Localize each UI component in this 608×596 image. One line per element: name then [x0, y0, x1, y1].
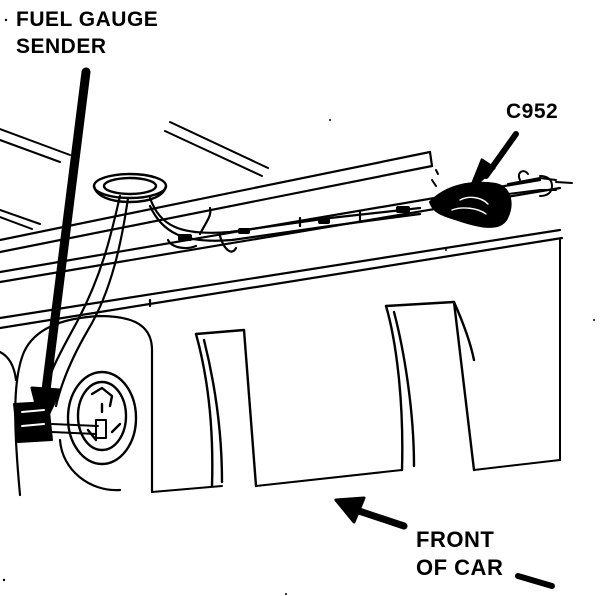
cross-member-right	[384, 300, 476, 472]
floor-edge	[151, 239, 561, 493]
cross-member-left	[194, 328, 258, 488]
harness-clips	[178, 206, 410, 241]
c952-pointer-arrow	[468, 131, 519, 192]
fuel-gauge-sender-label: FUEL GAUGE SENDER	[16, 6, 158, 60]
sender-connector	[13, 401, 107, 443]
fuel-filler-neck	[66, 370, 138, 466]
c952-connector-label: C952	[506, 100, 559, 123]
wiring-harness	[40, 194, 422, 408]
scan-speckles	[2, 18, 595, 595]
c952-connector	[429, 169, 573, 228]
front-of-car-label-line-2: OF CAR	[416, 555, 504, 580]
fuel-gauge-sender-label-line-1: FUEL GAUGE	[16, 8, 159, 31]
upper-panel-lines	[0, 121, 269, 230]
fuel-sender-pointer-arrow	[30, 67, 91, 430]
front-of-car-label: FRONT OF CAR	[416, 526, 503, 582]
front-direction-arrow	[334, 496, 408, 530]
direction-dash	[515, 573, 555, 589]
sender-mount-ring	[92, 172, 168, 204]
fuel-gauge-sender-label-line-2: SENDER	[16, 35, 107, 58]
front-of-car-label-line-1: FRONT	[416, 527, 495, 552]
